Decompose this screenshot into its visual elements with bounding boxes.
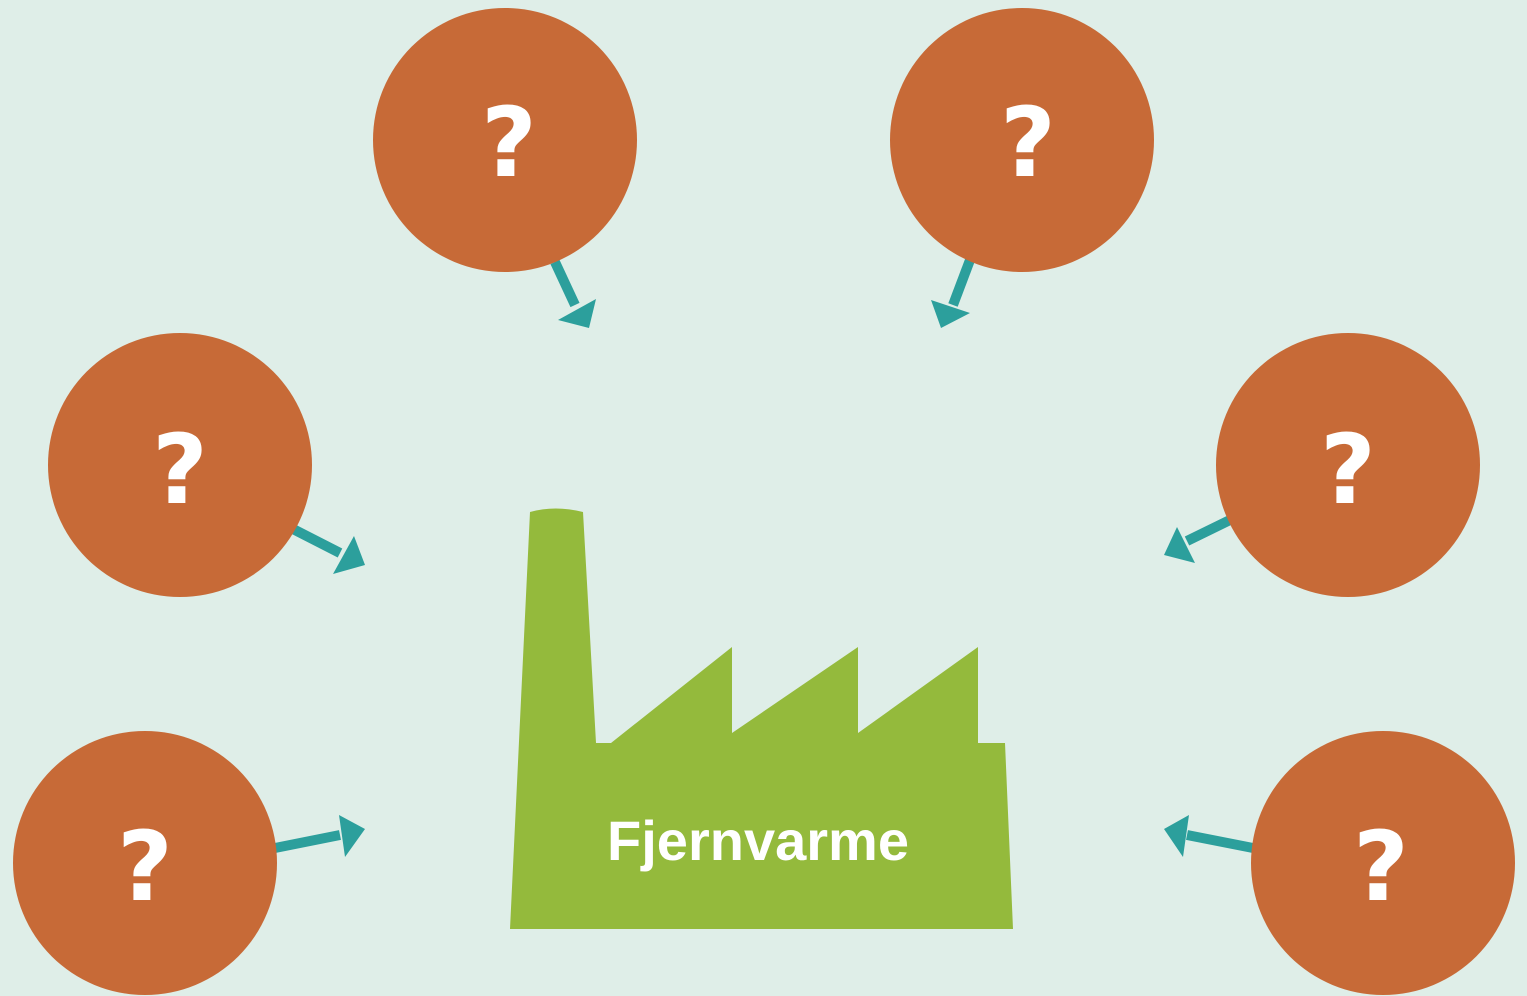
arrows [274, 258, 1254, 857]
question-mark: ? [1320, 414, 1376, 526]
source-circle [373, 8, 637, 272]
arrow-middle-left [290, 524, 365, 574]
source-circle [48, 333, 312, 597]
source-bottom-left: ? [13, 731, 277, 995]
question-mark: ? [1353, 811, 1409, 923]
factory-label: Fjernvarme [607, 809, 909, 872]
source-middle-left: ? [48, 333, 312, 597]
question-mark: ? [1000, 87, 1056, 199]
arrow-bottom-right [1164, 815, 1254, 857]
factory-icon [510, 508, 1013, 929]
question-mark: ? [481, 87, 537, 199]
source-middle-right: ? [1216, 333, 1480, 597]
source-top-left: ? [373, 8, 637, 272]
question-mark: ? [152, 414, 208, 526]
arrow-top-left [550, 259, 596, 328]
arrow-middle-right [1164, 514, 1235, 563]
arrow-top-right [931, 258, 975, 328]
factory: Fjernvarme [510, 508, 1013, 929]
source-circle [13, 731, 277, 995]
source-bottom-right: ? [1251, 731, 1515, 995]
source-circle [1251, 731, 1515, 995]
arrow-bottom-left [274, 815, 365, 857]
question-mark: ? [117, 811, 173, 923]
source-circle [1216, 333, 1480, 597]
source-top-right: ? [890, 8, 1154, 272]
source-circle [890, 8, 1154, 272]
